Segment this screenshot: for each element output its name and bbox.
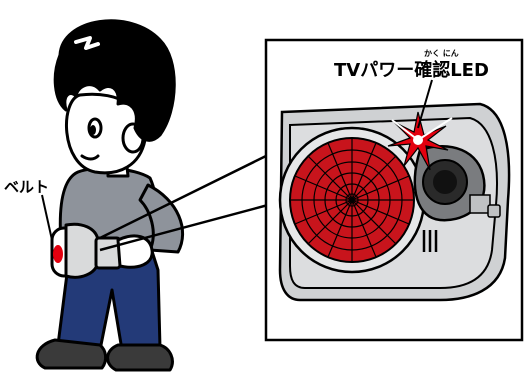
belt-pointer [41,194,53,241]
lens-window-icon [413,145,501,222]
hair [53,19,176,142]
right-shoe [106,343,174,372]
furigana-label: かく にん [424,49,459,58]
arm [138,183,184,254]
belt-label: ベルト [4,178,49,196]
mouth [80,154,100,161]
belt-led [53,245,63,263]
led-title-label: TVパワー確認LED [334,59,489,81]
led-glow-icon [387,111,453,171]
zoom-panel: かく にん TVパワー確認LED [264,38,524,342]
speaker-grille-icon [278,126,426,274]
callout-beam [99,153,269,252]
belt-device [50,222,122,279]
boy-figure [35,19,184,372]
led-pointer [417,79,433,129]
vent-slots [422,230,438,252]
left-shoe [35,338,108,370]
